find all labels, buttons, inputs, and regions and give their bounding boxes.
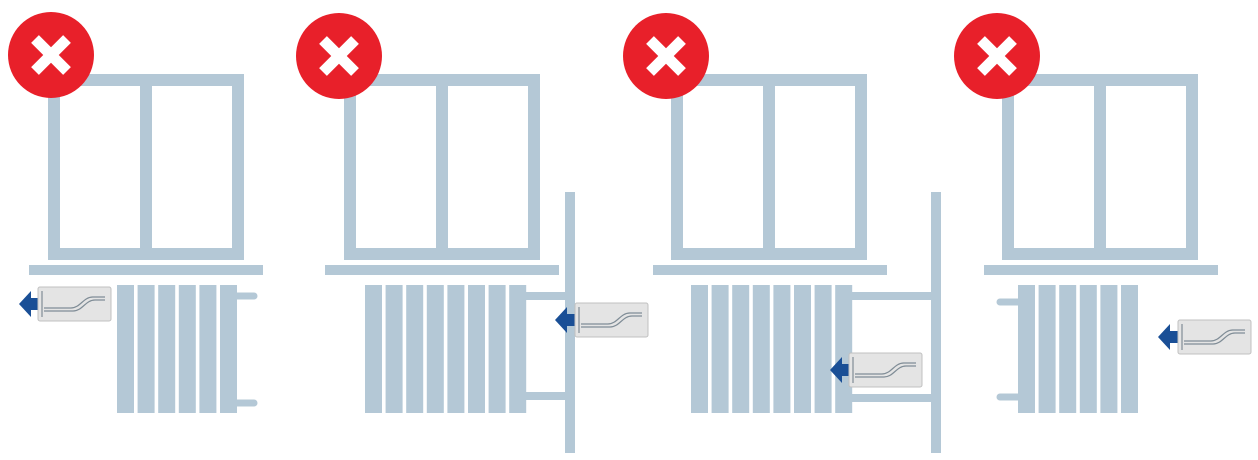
sensor-curve — [44, 299, 105, 312]
radiator-fin — [1018, 285, 1035, 413]
sensor-curve — [1184, 332, 1245, 345]
arrow-shaft — [841, 364, 850, 376]
radiator-fin — [426, 285, 444, 413]
wall — [931, 192, 941, 453]
sensor-curve — [855, 365, 916, 378]
radiator-fin — [117, 285, 134, 413]
sensor-curve — [581, 315, 642, 328]
radiator-fin — [365, 285, 382, 413]
radiator-fin — [1121, 285, 1138, 413]
arrow-left-icon — [555, 307, 575, 333]
radiator-fin — [1038, 285, 1056, 413]
radiator-fin — [178, 285, 196, 413]
radiator-fin — [137, 285, 155, 413]
radiator-fin — [447, 285, 465, 413]
sensor-body — [37, 286, 112, 322]
sensor-curve — [1184, 329, 1245, 342]
radiator-icon — [691, 285, 853, 413]
radiator-fin — [158, 285, 176, 413]
arrow-shaft — [1169, 331, 1178, 343]
thermostat-sensor-icon — [574, 302, 649, 338]
radiator-fin — [1079, 285, 1097, 413]
arrow-left-icon — [830, 357, 850, 383]
arrow-left-icon — [1158, 324, 1178, 350]
cross-error-icon — [954, 13, 1040, 99]
radiator-fin — [752, 285, 770, 413]
window-icon — [344, 74, 540, 260]
radiator-fin — [468, 285, 485, 413]
sensor-curve — [855, 362, 916, 375]
window-icon — [671, 74, 867, 260]
radiator-fin — [406, 285, 424, 413]
arrow-shaft — [566, 314, 575, 326]
radiator-fin — [773, 285, 791, 413]
cross-error-icon — [623, 13, 709, 99]
radiator-fin — [488, 285, 506, 413]
panel-3 — [623, 13, 941, 453]
arrow-head — [555, 307, 567, 333]
panel-4 — [954, 13, 1252, 413]
sensor-curve — [581, 312, 642, 325]
cross-stroke — [977, 36, 1017, 76]
cross-stroke — [646, 36, 686, 76]
arrow-head — [830, 357, 842, 383]
sensor-curve — [44, 296, 105, 309]
radiator-icon — [117, 285, 237, 413]
cross-stroke — [31, 35, 71, 75]
arrow-shaft — [30, 298, 39, 310]
radiator-fin — [711, 285, 729, 413]
radiator-fin — [794, 285, 811, 413]
thermostat-sensor-icon — [1177, 319, 1252, 355]
sensor-body — [848, 352, 923, 388]
radiator-fin — [1059, 285, 1077, 413]
radiator-fin — [835, 285, 853, 413]
radiator-fin — [385, 285, 403, 413]
thermostat-sensor-icon — [848, 352, 923, 388]
radiator-fin — [691, 285, 708, 413]
window-mullion — [140, 74, 152, 260]
window-mullion — [1094, 74, 1106, 260]
radiator-fin — [1100, 285, 1118, 413]
arrow-head — [1158, 324, 1170, 350]
cross-error-icon — [8, 12, 94, 98]
radiator-fin — [220, 285, 237, 413]
window-sill — [984, 265, 1218, 275]
window-mullion — [763, 74, 775, 260]
cross-error-icon — [296, 13, 382, 99]
radiator-fin — [509, 285, 527, 413]
arrow-left-icon — [19, 291, 39, 317]
radiator-icon — [1018, 285, 1138, 413]
panel-1 — [8, 12, 263, 413]
radiator-icon — [365, 285, 527, 413]
window-icon — [1002, 74, 1198, 260]
window-sill — [653, 265, 887, 275]
radiator-fin — [732, 285, 750, 413]
arrow-head — [19, 291, 31, 317]
radiator-fin — [199, 285, 217, 413]
thermostat-sensor-icon — [37, 286, 112, 322]
panel-2 — [296, 13, 649, 453]
cross-stroke — [319, 36, 359, 76]
sensor-body — [574, 302, 649, 338]
sensor-body — [1177, 319, 1252, 355]
window-sill — [29, 265, 263, 275]
window-icon — [48, 74, 244, 260]
radiator-fin — [814, 285, 832, 413]
window-sill — [325, 265, 559, 275]
window-mullion — [436, 74, 448, 260]
